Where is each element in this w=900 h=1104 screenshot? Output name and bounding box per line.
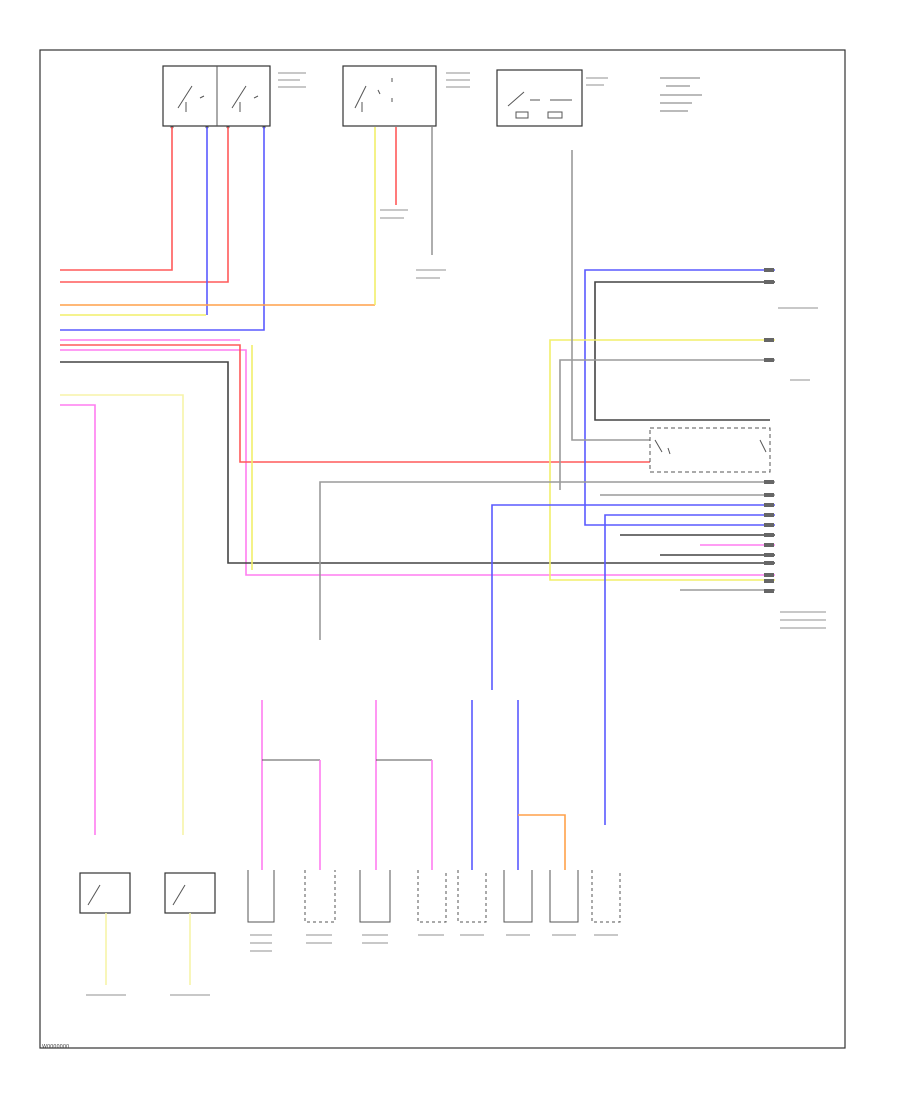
relay-box xyxy=(496,69,583,127)
bottom-branch-3 xyxy=(471,700,566,870)
top-switch-pair-box xyxy=(162,65,271,129)
bottom-ground-wires xyxy=(105,913,191,985)
footer-code: W0000000 xyxy=(42,1044,70,1050)
bottom-branch-2 xyxy=(375,700,433,870)
legend-block xyxy=(660,77,702,112)
bottom-component-boxes xyxy=(79,870,621,923)
right-harness xyxy=(319,150,775,825)
left-harness xyxy=(60,339,775,835)
wire-group-top-left xyxy=(60,127,265,331)
top-switch-center-box xyxy=(342,65,437,127)
diagram-frame xyxy=(39,49,846,1049)
illegible-label-marks xyxy=(86,72,826,996)
wire-group-top-center xyxy=(60,127,433,316)
right-relay-block xyxy=(649,427,771,473)
right-connector-pins xyxy=(764,268,774,593)
bottom-branch-1 xyxy=(261,700,321,870)
